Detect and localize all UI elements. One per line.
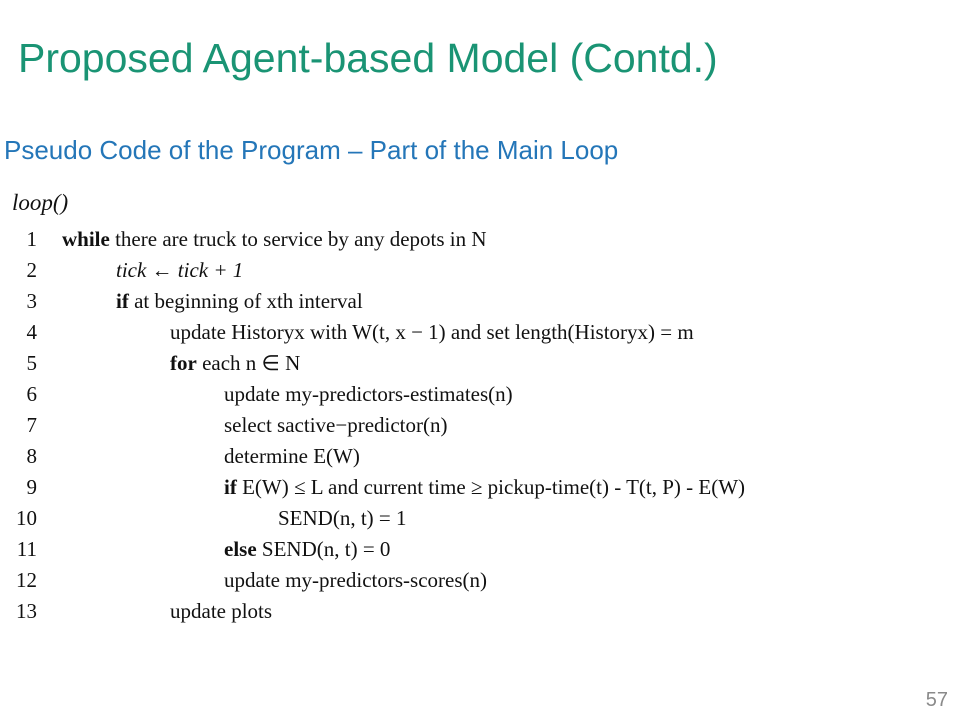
line-number: 8 (26, 444, 38, 468)
code-line: 1 while there are truck to service by an… (0, 224, 960, 254)
line-number: 6 (26, 382, 38, 406)
line-text: if at beginning of xth interval (116, 286, 363, 316)
statement: update my-predictors-scores(n) (224, 568, 487, 592)
statement: tick ← tick + 1 (116, 258, 244, 282)
code-line: 2 tick ← tick + 1 (0, 255, 960, 285)
line-number: 11 (16, 537, 37, 561)
line-text: if E(W) ≤ L and current time ≥ pickup-ti… (224, 472, 745, 502)
slide-title: Proposed Agent-based Model (Contd.) (18, 35, 718, 81)
line-text: else SEND(n, t) = 0 (224, 534, 390, 564)
line-text: while there are truck to service by any … (62, 224, 487, 254)
statement: determine E(W) (224, 444, 360, 468)
line-number: 5 (26, 351, 38, 375)
statement: SEND(n, t) = 1 (278, 506, 407, 530)
slide-subtitle: Pseudo Code of the Program – Part of the… (4, 135, 619, 165)
line-number: 7 (26, 413, 38, 437)
code-line: 10 SEND(n, t) = 1 (0, 503, 960, 533)
code-line: 13 update plots (0, 596, 960, 626)
keyword: if (116, 289, 129, 313)
statement: E(W) ≤ L and current time ≥ pickup-time(… (242, 475, 746, 499)
line-number: 12 (16, 568, 37, 592)
keyword: else (224, 537, 257, 561)
code-line: 5 for each n ∈ N (0, 348, 960, 378)
statement: update my-predictors-estimates(n) (224, 382, 513, 406)
line-number: 10 (16, 506, 37, 530)
code-line: 12 update my-predictors-scores(n) (0, 565, 960, 595)
statement: each n ∈ N (202, 351, 301, 375)
code-line: 11 else SEND(n, t) = 0 (0, 534, 960, 564)
line-number: 2 (26, 258, 38, 282)
line-number: 3 (26, 289, 38, 313)
function-name: loop() (12, 190, 69, 215)
line-number: 1 (26, 227, 38, 251)
statement: select sactive−predictor(n) (224, 413, 448, 437)
line-number: 13 (16, 599, 37, 623)
line-text: for each n ∈ N (170, 348, 300, 378)
code-line: 4 update Historyx with W(t, x − 1) and s… (0, 317, 960, 347)
line-number: 9 (26, 475, 38, 499)
statement: at beginning of xth interval (134, 289, 363, 313)
statement: SEND(n, t) = 0 (261, 537, 391, 561)
keyword: if (224, 475, 237, 499)
statement: update plots (170, 599, 273, 623)
statement: there are truck to service by any depots… (115, 227, 487, 251)
code-line: 8 determine E(W) (0, 441, 960, 471)
page-number: 57 (925, 689, 948, 711)
statement: update Historyx with W(t, x − 1) and set… (170, 320, 694, 344)
keyword: for (170, 351, 197, 375)
line-number: 4 (26, 320, 38, 344)
code-line: 6 update my-predictors-estimates(n) (0, 379, 960, 409)
code-line: 3 if at beginning of xth interval (0, 286, 960, 316)
keyword: while (62, 227, 110, 251)
code-line: 9 if E(W) ≤ L and current time ≥ pickup-… (0, 472, 960, 502)
code-line: 7 select sactive−predictor(n) (0, 410, 960, 440)
